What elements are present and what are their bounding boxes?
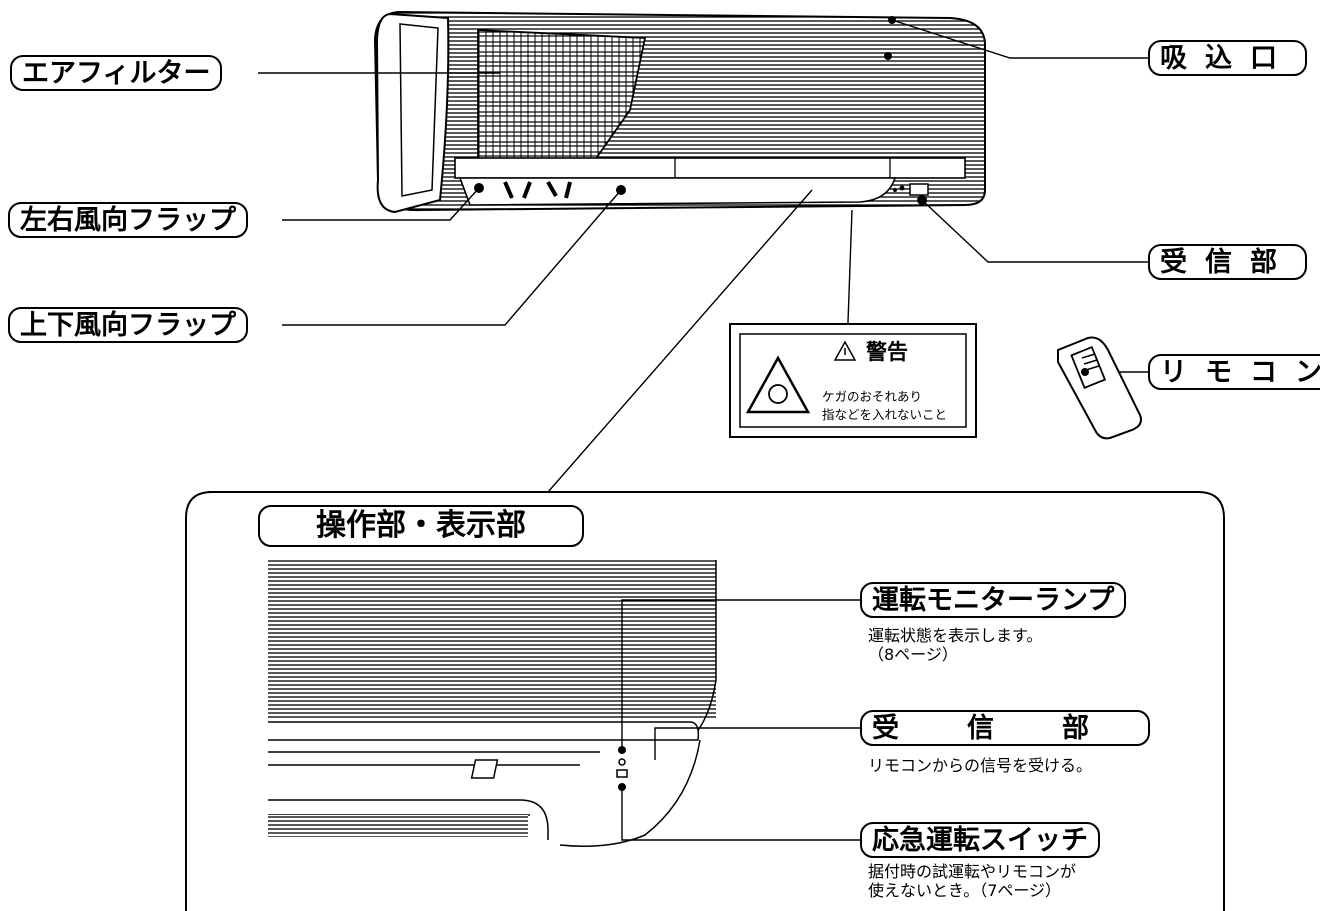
leader-detail	[547, 189, 813, 493]
label-receiver: 受信部	[1148, 244, 1307, 280]
label-intake: 吸込口	[1148, 40, 1307, 76]
label-lr-flap: 左右風向フラップ	[8, 202, 248, 238]
label-emergency-switch: 応急運転スイッチ	[860, 822, 1100, 858]
label-remote: リモコン	[1148, 354, 1320, 390]
warning-title: 警告	[866, 340, 908, 364]
desc-detail-receiver: リモコンからの信号を受ける。	[868, 756, 1093, 775]
label-monitor-lamp: 運転モニターランプ	[860, 582, 1127, 618]
leader-ud-flap	[282, 189, 622, 326]
warning-line-1: ケガのおそれあり	[822, 389, 923, 404]
warning-line-2: 指などを入れないこと	[822, 407, 948, 422]
label-ud-flap: 上下風向フラップ	[8, 307, 248, 343]
warning-sign	[729, 323, 977, 438]
desc-monitor-lamp: 運転状態を表示します。 （8ページ）	[868, 626, 1043, 664]
detail-panel-frame	[185, 491, 1225, 911]
leader-intake	[891, 19, 1148, 59]
desc-emergency-switch: 据付時の試運転やリモコンが 使えないとき。（7ページ）	[868, 862, 1077, 900]
leader-lr-flap	[282, 187, 480, 221]
detail-title: 操作部・表示部	[258, 505, 584, 547]
label-detail-receiver: 受信部	[860, 710, 1150, 746]
remote-control-illustration	[1057, 336, 1142, 440]
label-air-filter: エアフィルター	[10, 55, 223, 91]
leader-receiver	[921, 199, 1148, 263]
indoor-unit	[373, 10, 986, 214]
